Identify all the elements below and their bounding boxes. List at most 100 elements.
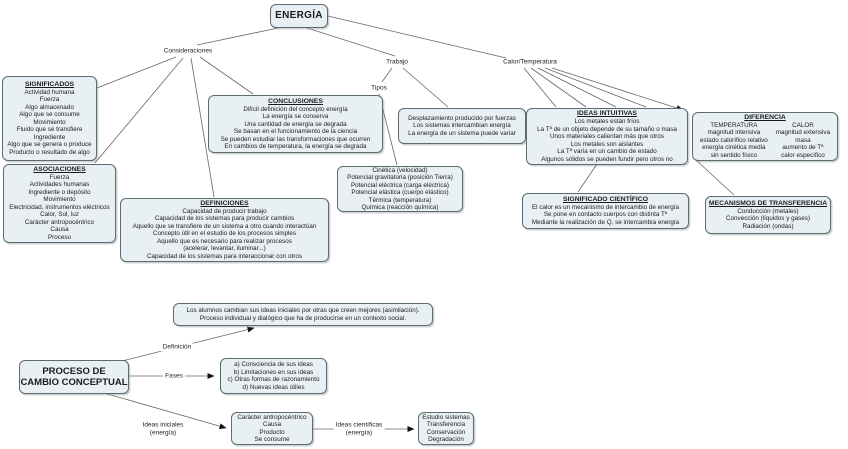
node-title: ENERGÍA xyxy=(275,10,323,21)
link-label-tipos[interactable]: Tipos xyxy=(369,84,389,92)
text-line: magnitud intensiva xyxy=(707,129,761,137)
text-line: Cinética (velocidad) xyxy=(372,166,428,174)
text-line: Térmica (temperatura) xyxy=(368,196,432,204)
text-line: Algo que se genera o produce xyxy=(7,141,92,149)
text-line: La Tª varía en un cambio de estado xyxy=(557,148,657,155)
text-line: Aquello que es necesario para realizar p… xyxy=(157,237,292,245)
node-title: SIGNIFICADOS xyxy=(24,80,75,88)
node-conclusiones[interactable]: CONCLUSIONES Difícil definición del conc… xyxy=(208,95,383,153)
text-line: Los metales están fríos xyxy=(574,118,640,125)
text-line: Potencial eléctrica (carga eléctrica) xyxy=(350,181,449,189)
text-line: a) Consciencia de sus ideas xyxy=(234,361,313,368)
text-line: Ingrediente o depósito xyxy=(28,188,91,196)
text-line: Causa xyxy=(262,421,282,428)
column-header: CALOR xyxy=(792,121,814,129)
text-line: (energía) xyxy=(345,429,373,436)
link-label-ideas-cientificas[interactable]: Ideas científicas(energía) xyxy=(333,421,385,437)
text-line: Aquello que se transfiere de un sistema … xyxy=(132,222,317,230)
text-line: Carácter antropocéntrico xyxy=(24,218,95,226)
text-line: Capacidad de producir trabajo xyxy=(182,207,267,215)
text-line: El calor es un mecanismo de intercambio … xyxy=(531,203,679,211)
node-title: MECANISMOS DE TRANSFERENCIA xyxy=(708,199,828,207)
node-title: DIFERENCIA xyxy=(744,113,786,121)
text-line: Proceso individual y dialógico que ha de… xyxy=(199,314,407,322)
text-line: Capacidad de los sistemas para interacci… xyxy=(146,252,303,260)
node-mecanismos-transferencia[interactable]: MECANISMOS DE TRANSFERENCIA Conducción (… xyxy=(705,196,831,234)
text-line: Proceso xyxy=(47,233,72,241)
text-line: masa xyxy=(795,136,811,144)
text-line: Estudio sistemas xyxy=(422,413,470,421)
text-line: Difícil definición del concepto energía xyxy=(243,105,348,113)
node-energia[interactable]: ENERGÍA xyxy=(270,4,328,28)
text-line: Mediante la realización de Q, se interca… xyxy=(531,218,680,226)
node-tipos-energia[interactable]: Cinética (velocidad)Potencial gravitator… xyxy=(337,166,463,212)
link-label-trabajo[interactable]: Trabajo xyxy=(384,58,410,66)
text-line: Producto xyxy=(259,428,285,436)
text-line: Ingrediente xyxy=(33,133,66,141)
text-line: Electricidad, instrumentos eléctricos xyxy=(9,203,110,211)
text-line: Algo almacenado xyxy=(25,103,74,111)
text-line: Química (reacción química) xyxy=(361,204,439,211)
link-label-definicion[interactable]: Definición xyxy=(160,343,194,351)
text-line: Fuerza xyxy=(49,173,70,181)
node-title: ASOCIACIONES xyxy=(33,165,86,173)
text-line: energía cinética media xyxy=(702,144,766,152)
text-line: Conservación xyxy=(426,428,466,436)
link-label-ideas-iniciales[interactable]: Ideas iniciales(energía) xyxy=(140,421,186,437)
text-line: Capacidad de los sistemas para producir … xyxy=(154,215,295,223)
text-line: Se pone en contacto cuerpos con distinta… xyxy=(543,211,668,219)
text-line: Radiación (ondas) xyxy=(742,222,794,230)
text-line: Convección (líquidos y gases) xyxy=(726,215,810,223)
node-ideas-intuitivas[interactable]: IDEAS INTUITIVAS Los metales están fríos… xyxy=(526,108,688,165)
text-line: La energía de un sistema puede variar xyxy=(408,129,516,137)
text-line: Producto o resultado de algo xyxy=(9,148,90,156)
node-asimilacion[interactable]: Los alumnos cambian sus ideas iniciales … xyxy=(173,303,433,326)
text-line: Conducción (metales) xyxy=(737,207,799,215)
text-line: d) Nuevas ideas útiles xyxy=(242,383,305,391)
text-line: Concepto útil en el estudio de los proce… xyxy=(152,230,297,238)
text-line: (energía) xyxy=(149,429,177,436)
text-line: Fluido que se transfiere xyxy=(16,126,83,134)
text-line: Algo que se consume xyxy=(19,111,80,119)
node-significado-cientifico[interactable]: SIGNIFICADO CIENTÍFICO El calor es un me… xyxy=(522,193,689,229)
text-line: Potencial gravitatoria (posición Tierra) xyxy=(347,174,453,181)
link-label-fases[interactable]: Fases xyxy=(163,372,185,380)
text-line: Ideas científicas xyxy=(335,421,383,429)
text-line: aumento de Tª xyxy=(782,144,824,152)
node-definiciones[interactable]: DEFINICIONES Capacidad de producir traba… xyxy=(120,198,329,262)
text-line: Movimiento xyxy=(33,118,66,126)
link-label-consideraciones[interactable]: Consideraciones xyxy=(161,47,215,55)
node-body: Cinética (velocidad)Potencial gravitator… xyxy=(347,167,453,212)
text-line: Movimiento xyxy=(43,196,76,204)
node-diferencia[interactable]: DIFERENCIA TEMPERATURA magnitud intensiv… xyxy=(692,112,838,161)
text-line: Transferencia xyxy=(426,421,466,428)
link-label-calor-temperatura[interactable]: Calor/Temperatura xyxy=(501,58,559,66)
text-line: PROCESO DE xyxy=(42,365,106,377)
text-line: Degradación xyxy=(428,436,464,443)
text-line: Los metales son aislantes xyxy=(570,140,644,148)
text-line: Se basan en el funcionamiento de la cien… xyxy=(233,128,358,135)
text-line: Calor, Sol, luz xyxy=(40,211,79,219)
text-line: b) Limitaciones en sus ideas xyxy=(233,368,314,376)
text-line: CAMBIO CONCEPTUAL xyxy=(20,377,128,388)
node-title: IDEAS INTUITIVAS xyxy=(577,110,637,117)
text-line: estado calorífico relativo xyxy=(699,136,768,144)
node-title: SIGNIFICADO CIENTÍFICO xyxy=(563,195,648,203)
